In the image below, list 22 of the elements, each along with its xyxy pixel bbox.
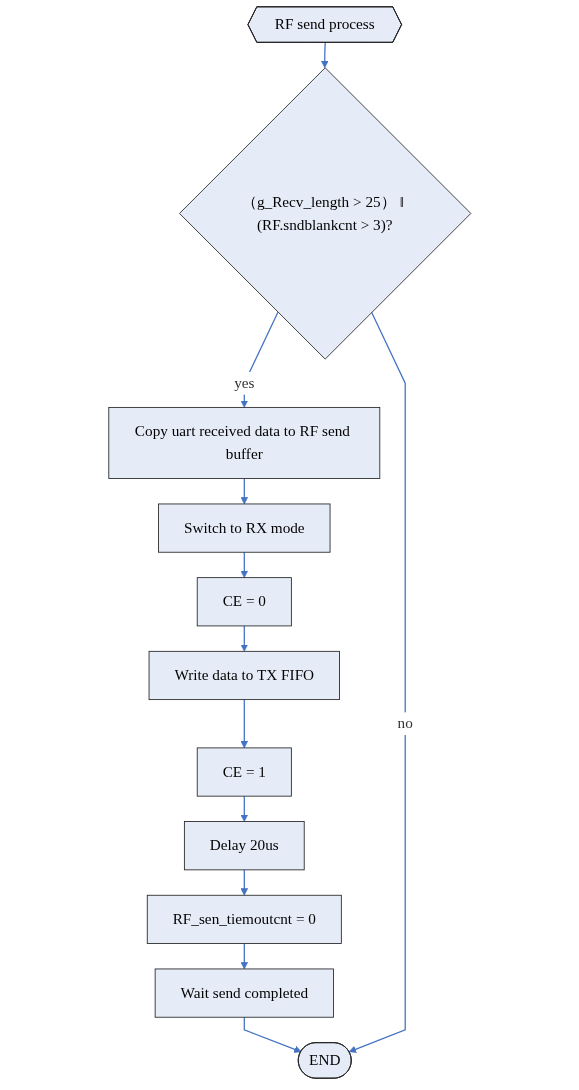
arrow <box>348 311 406 1053</box>
arrow <box>240 625 248 652</box>
node-box: Delay 20us <box>183 821 305 871</box>
node-box: RF_sen_tiemoutcnt = 0 <box>146 894 342 944</box>
arrow <box>320 42 329 69</box>
arrow <box>240 551 248 578</box>
node-box: CE = 1 <box>196 747 292 797</box>
arrow <box>240 698 248 749</box>
edge-label: yes <box>233 374 255 392</box>
node-box: Write data to TX FIFO <box>148 650 340 701</box>
arrow <box>240 795 248 822</box>
arrow <box>240 869 248 896</box>
node-box: Copy uart received data to RF send buffer <box>108 406 380 479</box>
node-diamond: （g_Recv_length > 25） ‖ (RF.sndblankcnt > 3)? <box>178 67 471 360</box>
node-box: CE = 0 <box>196 577 292 627</box>
arrow <box>243 1016 302 1053</box>
node-box: Switch to RX mode <box>157 503 331 553</box>
arrow <box>240 942 248 970</box>
arrow <box>240 477 248 505</box>
arrow <box>240 311 279 408</box>
node-box: Wait send completed <box>154 968 334 1018</box>
edge-label: no <box>397 714 413 732</box>
